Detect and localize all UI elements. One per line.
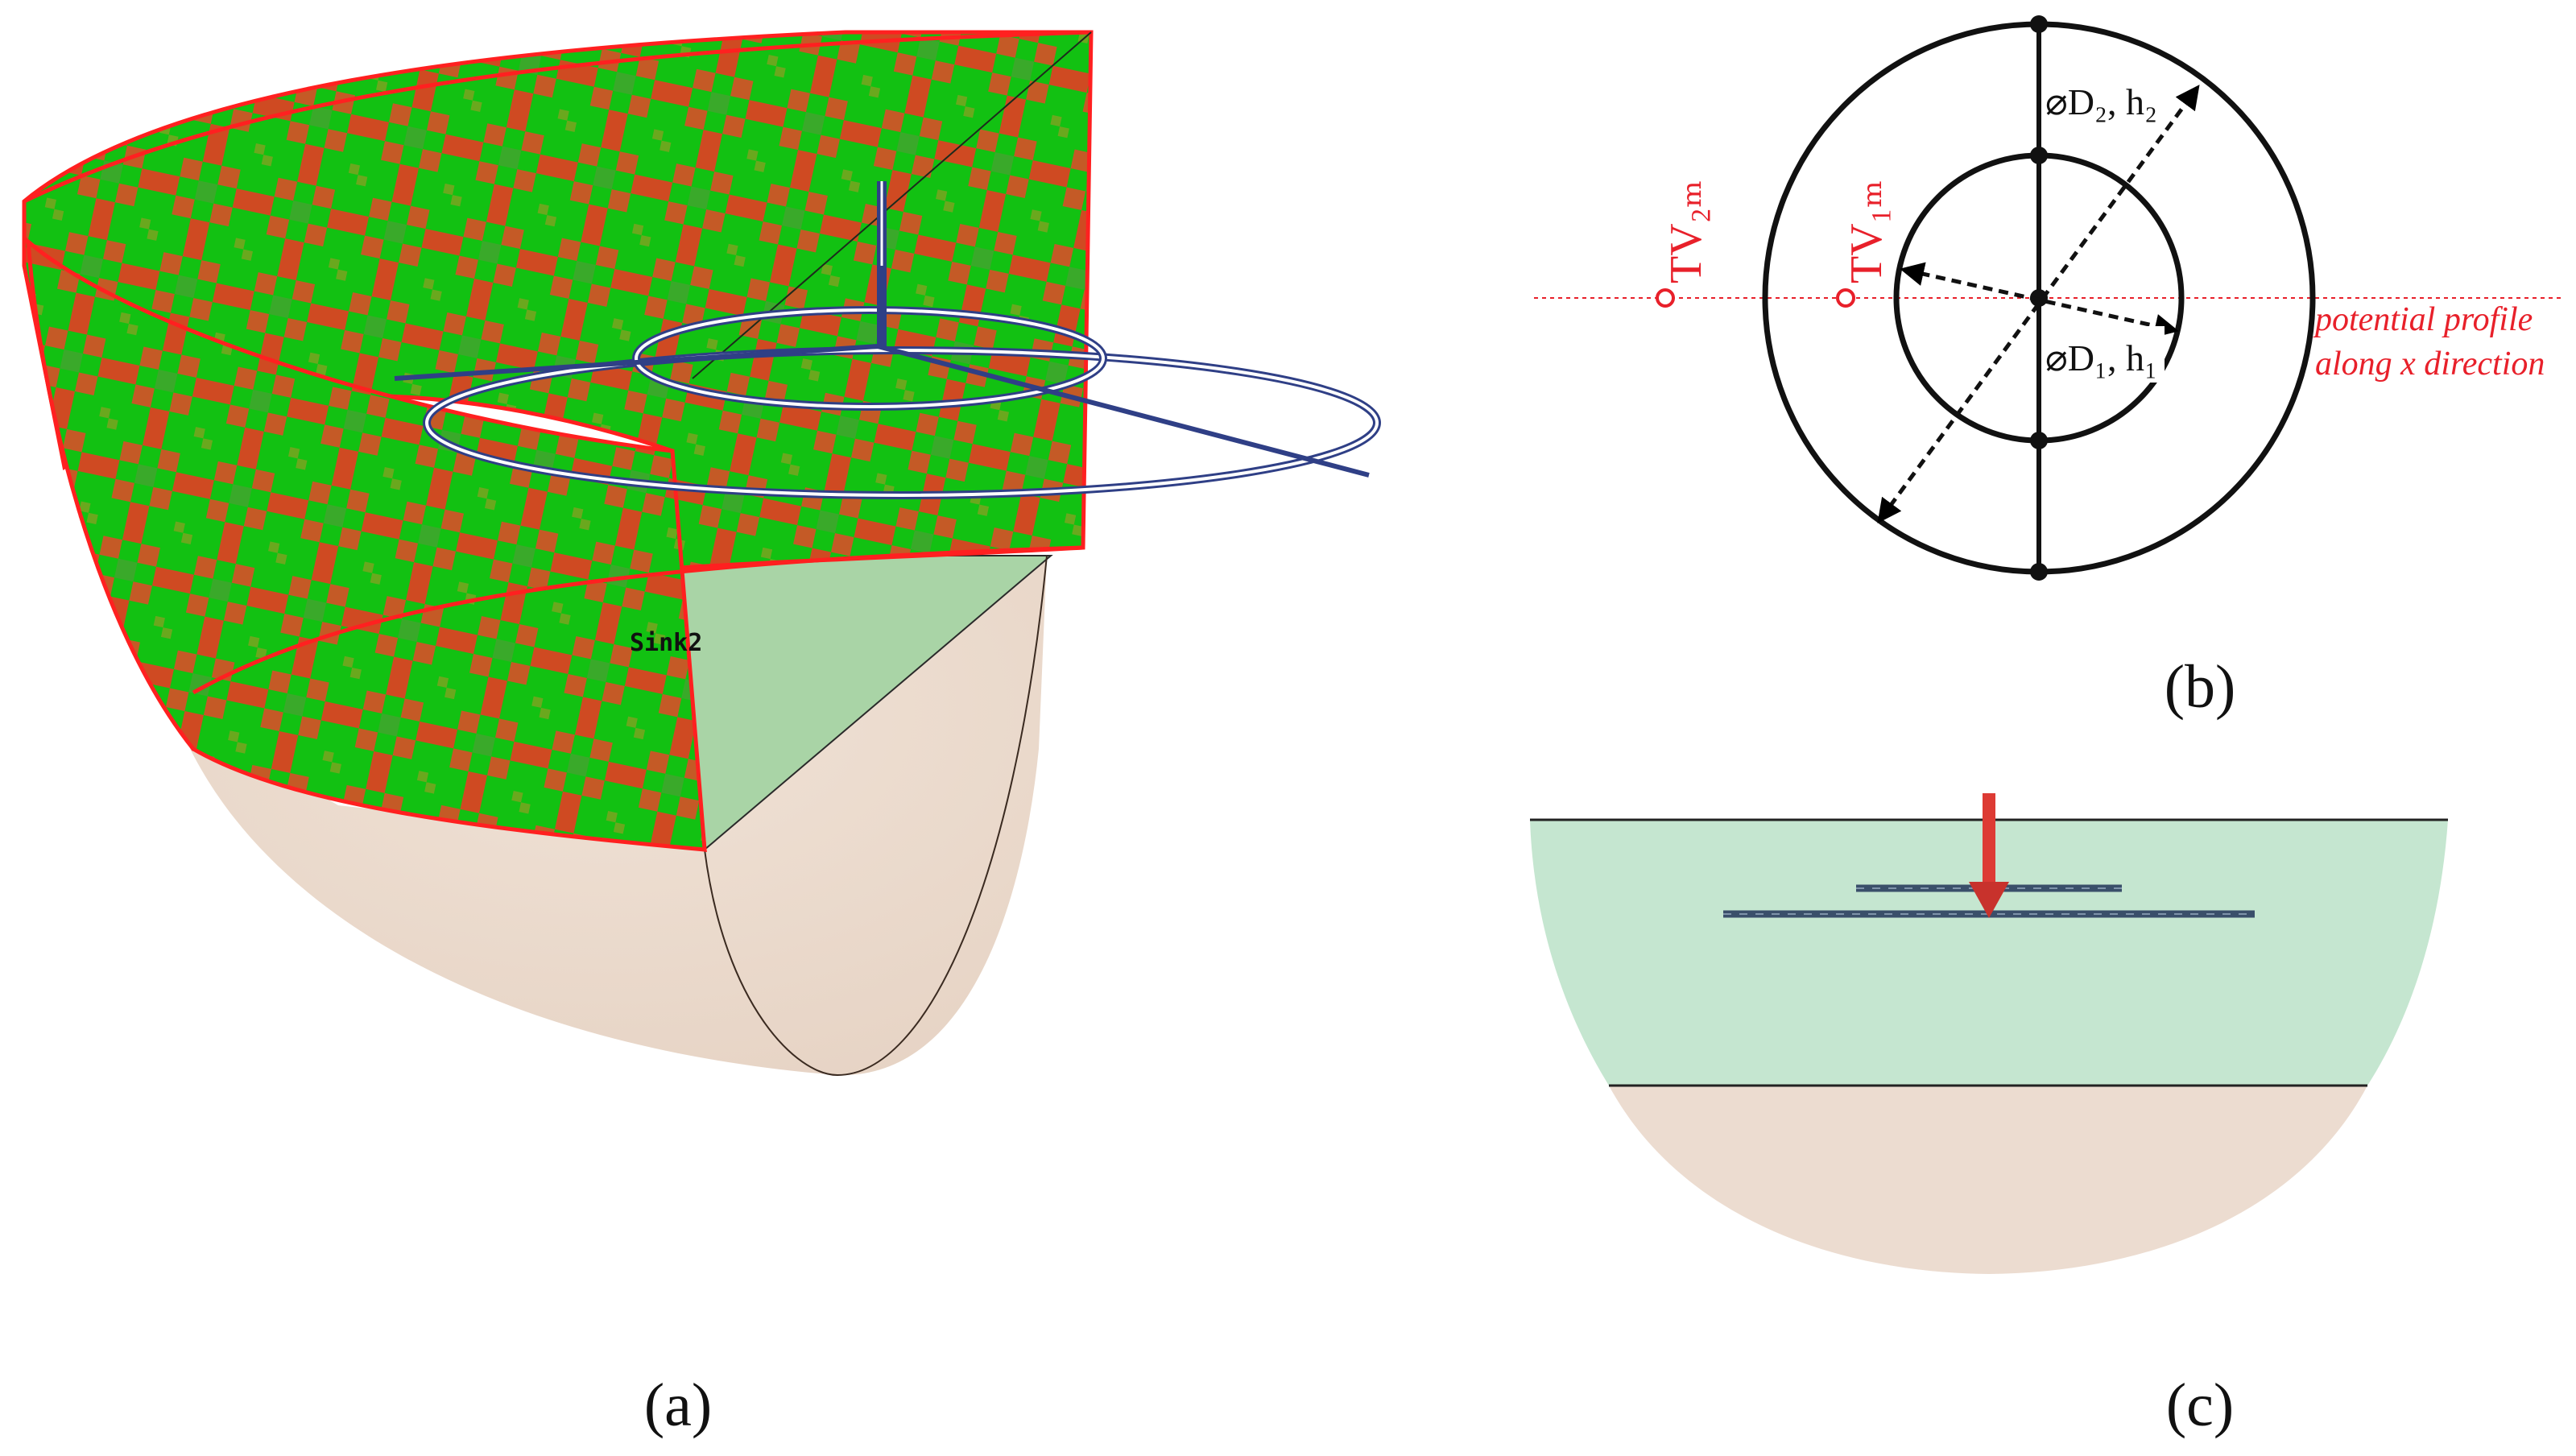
current-arrow-shaft — [1983, 793, 1995, 882]
diagonal-guide — [692, 31, 1092, 379]
mesh-inner-rim — [192, 545, 1084, 695]
node-top-inner — [2030, 147, 2048, 164]
panel-b-top-view: ⌀D₂, h₂ ⌀D₁, h₁ TV₂ₘ TV₁ₘ potential prof… — [1534, 15, 2561, 581]
caption-a: (a) — [644, 1371, 712, 1439]
panel-a-3d-mesh: Sink2 — [22, 30, 1381, 1077]
sink-mesh-front — [26, 237, 707, 852]
soil-hemisphere — [173, 556, 1047, 1076]
soil-section-edge — [704, 555, 1048, 1077]
mesh-label: Sink2 — [630, 629, 702, 657]
upper-water-layer — [1530, 820, 2448, 1086]
profile-label-line1: potential profile — [2313, 301, 2533, 338]
lower-soil-layer — [1609, 1086, 2367, 1274]
tv1-label: TV₁ₘ — [1842, 180, 1892, 283]
diameter-d1-arrow — [1900, 262, 2179, 338]
tv2-point — [1656, 288, 1675, 308]
node-bottom-outer — [2030, 563, 2048, 581]
node-bottom-inner — [2030, 432, 2048, 449]
outer-ring-label: ⌀D₂, h₂ — [2045, 81, 2157, 122]
caption-b: (b) — [2165, 653, 2236, 721]
mesh-top-rim — [23, 30, 1092, 204]
profile-label-line2: along x direction — [2315, 345, 2545, 383]
panel-c-side-view — [1530, 793, 2448, 1274]
current-arrow-head — [1969, 882, 2009, 918]
electrode-spoke-right — [877, 344, 1370, 478]
caption-c: (c) — [2166, 1371, 2234, 1439]
tv2-label: TV₂ₘ — [1661, 180, 1711, 283]
tv1-point — [1836, 288, 1855, 308]
electrode-spoke-left — [394, 344, 879, 381]
node-top-outer — [2030, 15, 2048, 33]
grounding-electrode — [394, 181, 1381, 499]
inner-ring-label: ⌀D₁, h₁ — [2045, 337, 2157, 378]
